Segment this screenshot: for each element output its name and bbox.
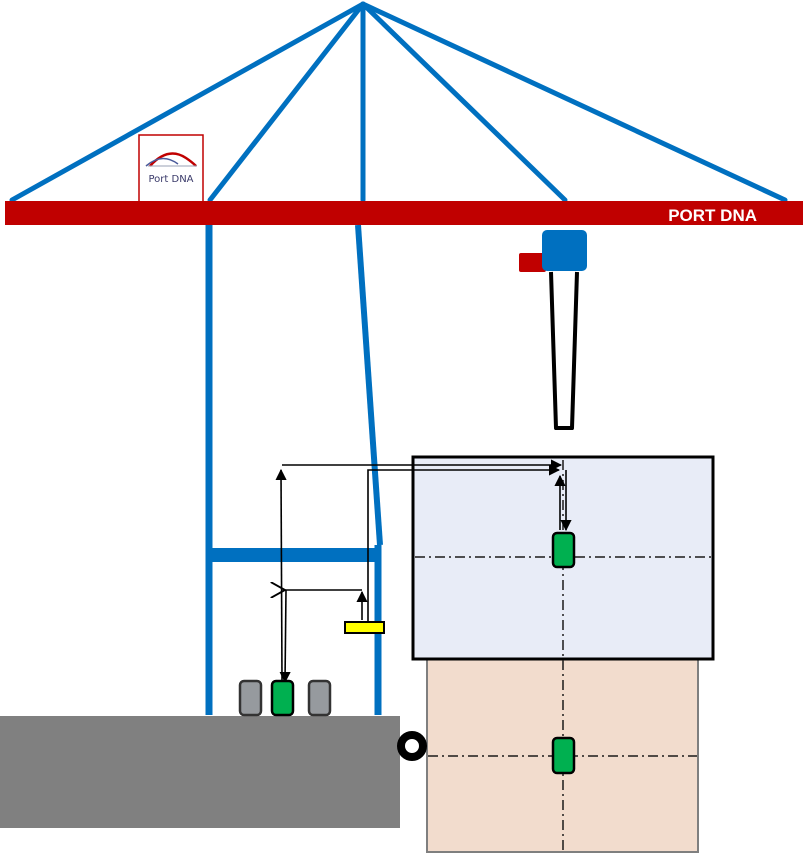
bridge-arch-icon <box>145 152 197 167</box>
crane-legs <box>205 224 383 715</box>
bollard-icon <box>397 731 427 761</box>
hoist-cables <box>549 271 579 430</box>
container-gray-left <box>238 679 263 717</box>
trolley <box>519 230 587 430</box>
container-green-upper <box>551 531 576 569</box>
crane-stays <box>9 1 788 203</box>
crane-beam <box>5 201 803 225</box>
container-gray-right <box>307 679 332 717</box>
port-dna-logo: Port DNA <box>138 134 204 203</box>
container-green-lower <box>551 736 576 775</box>
spreader <box>344 621 385 634</box>
container-green-landside <box>270 679 295 717</box>
logo-text: Port DNA <box>148 174 193 185</box>
quay <box>0 716 400 828</box>
beam-label: PORT DNA <box>668 206 757 225</box>
flow-arrows <box>281 459 572 684</box>
